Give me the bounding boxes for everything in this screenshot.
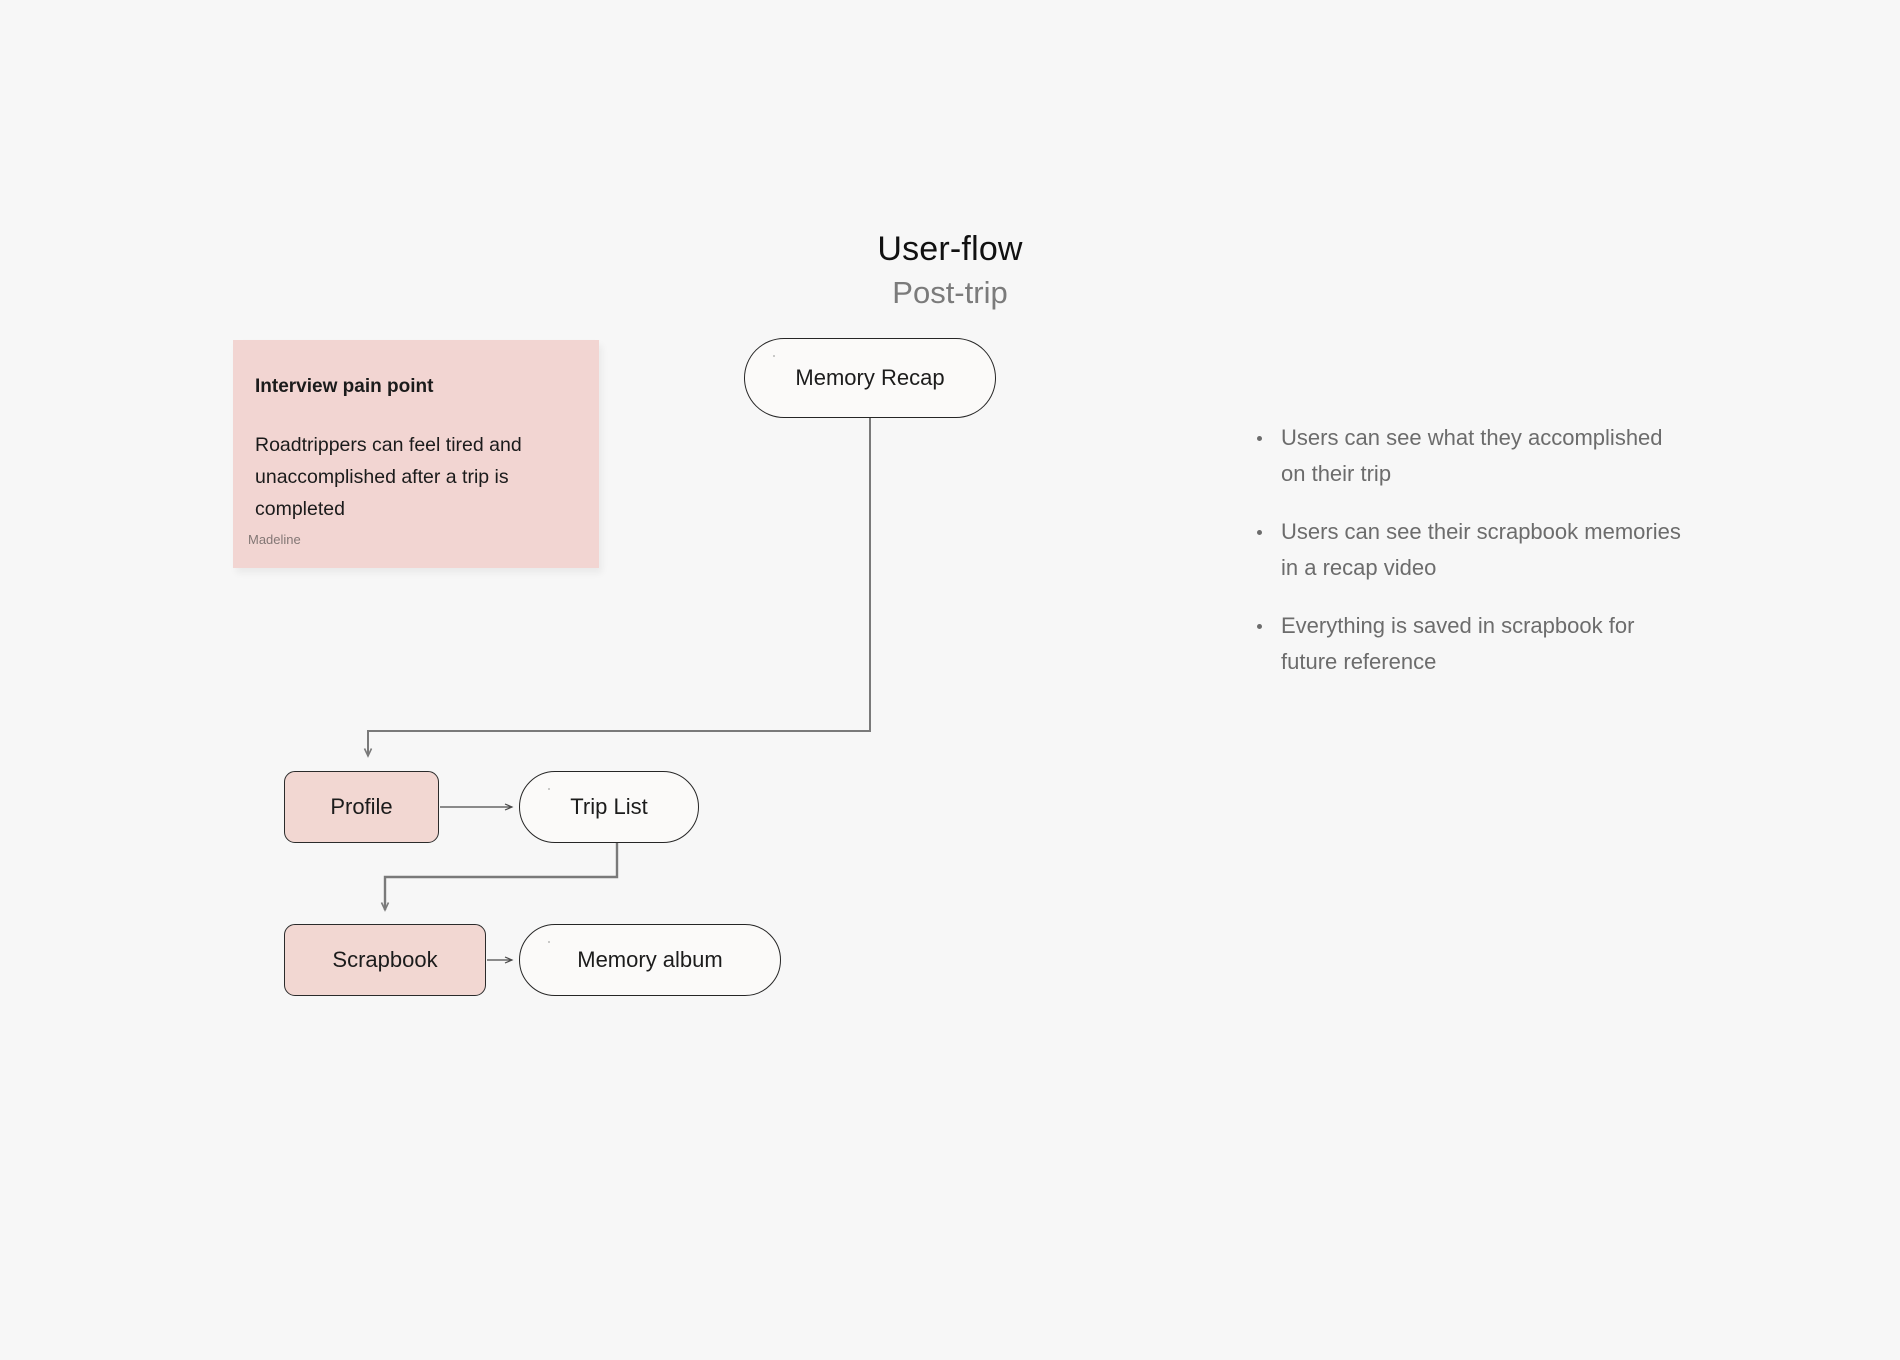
page-title-block: User-flow Post-trip [0, 228, 1900, 314]
flow-node-memory-recap[interactable]: Memory Recap [744, 338, 996, 418]
pain-point-heading: Interview pain point [255, 376, 434, 397]
outcome-item: Users can see their scrapbook memories i… [1255, 514, 1685, 586]
flow-node-scrapbook[interactable]: Scrapbook [284, 924, 486, 996]
flow-node-label: Scrapbook [332, 947, 438, 972]
page-subtitle: Post-trip [892, 275, 1008, 310]
flow-node-memory-album[interactable]: Memory album [519, 924, 781, 996]
flow-node-label: Memory Recap [795, 365, 945, 390]
flow-node-label: Profile [330, 794, 393, 819]
node-marker-dot [548, 788, 550, 790]
flow-node-trip-list[interactable]: Trip List [519, 771, 699, 843]
page-title: User-flow [877, 230, 1023, 268]
outcome-item: Users can see what they accomplished on … [1255, 420, 1685, 492]
pain-point-body: Roadtrippers can feel tired and unaccomp… [255, 434, 522, 520]
flow-node-label: Trip List [570, 794, 648, 819]
edge-trip-list-to-scrapbook [380, 843, 619, 912]
node-marker-dot [548, 941, 550, 943]
outcome-item: Everything is saved in scrapbook for fut… [1255, 608, 1685, 680]
flow-node-profile[interactable]: Profile [284, 771, 439, 843]
pain-point-author: Madeline [248, 532, 301, 547]
outcomes-list: Users can see what they accomplished on … [1255, 420, 1685, 702]
node-marker-dot [773, 355, 775, 357]
flow-node-label: Memory album [577, 947, 723, 972]
